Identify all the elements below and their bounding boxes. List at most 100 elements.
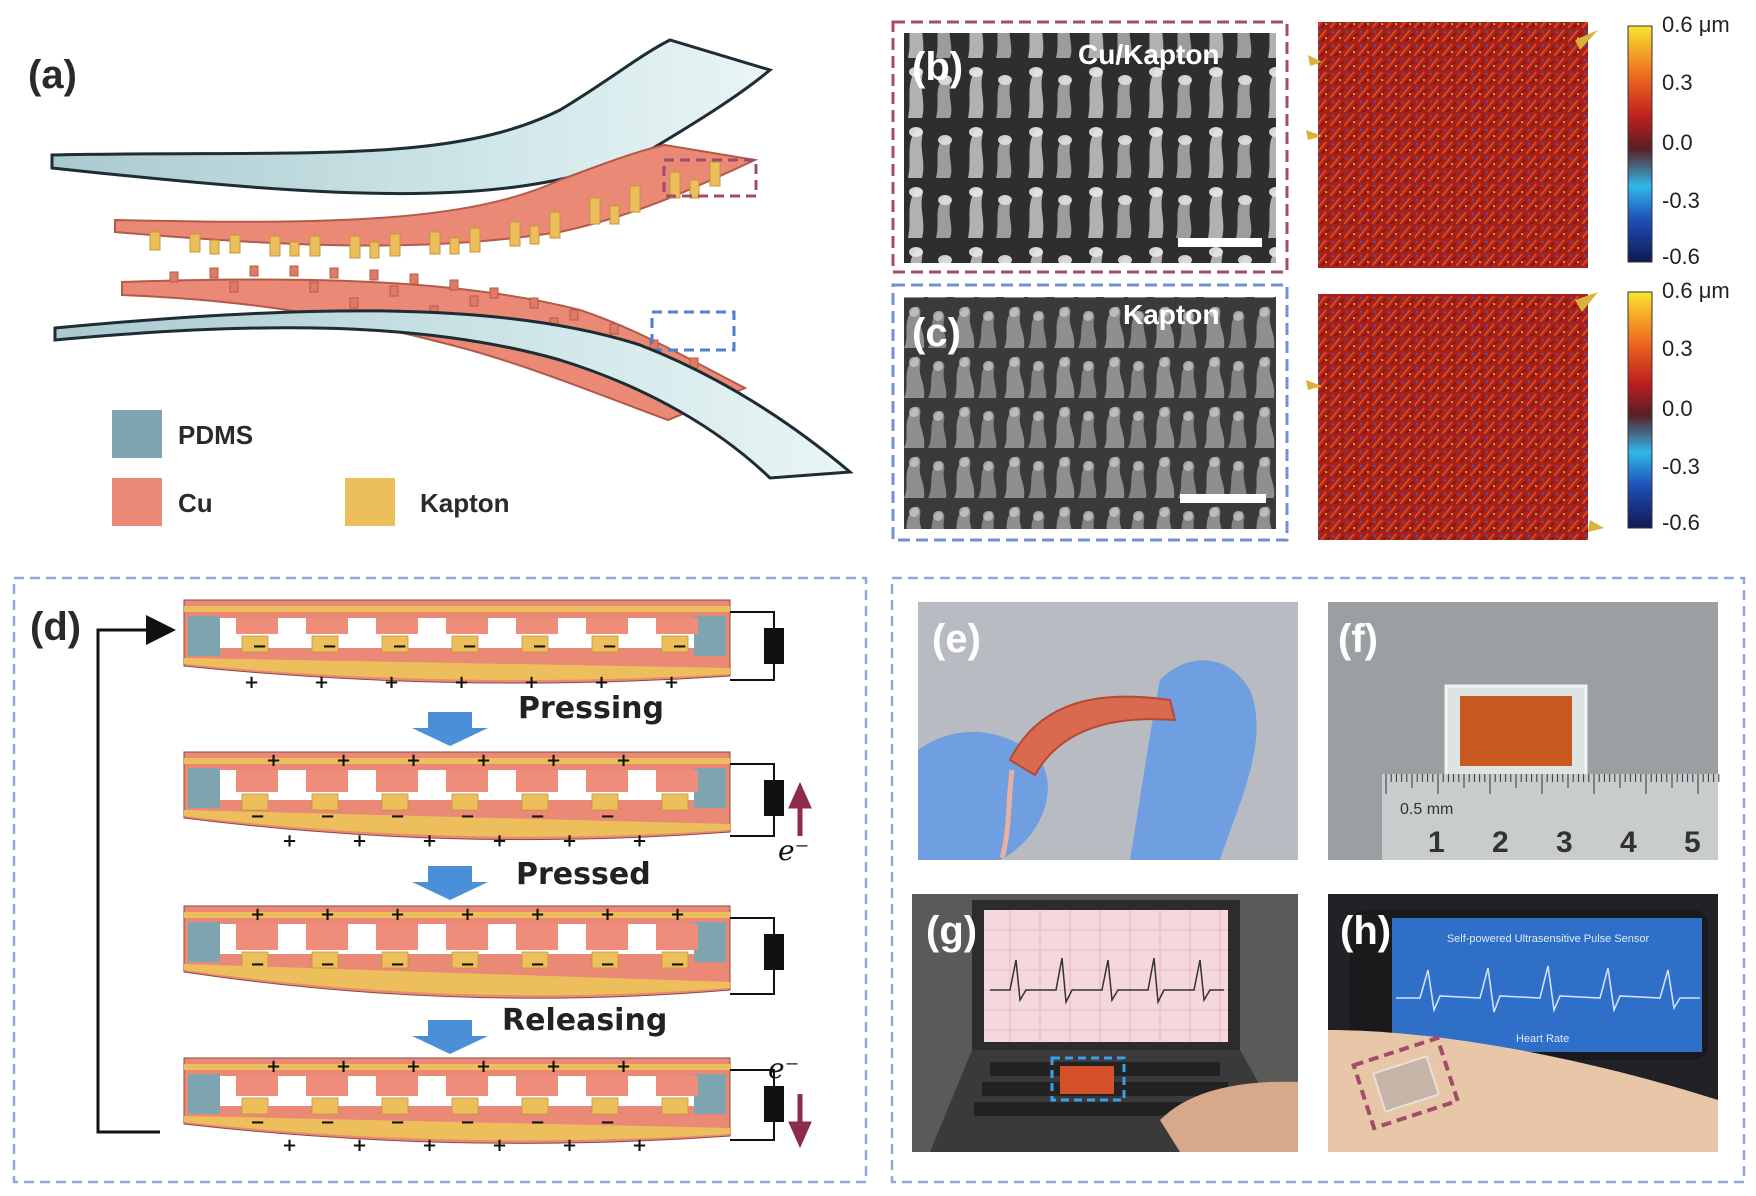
panel-a-exploded-device: (a) bbox=[28, 38, 854, 526]
panel-f-label: (f) bbox=[1338, 617, 1378, 661]
charge-minus: − bbox=[390, 954, 405, 975]
material-legend: PDMS Cu Kapton bbox=[112, 410, 510, 526]
legend-label-pdms: PDMS bbox=[178, 420, 253, 450]
cu-pillar bbox=[306, 1076, 348, 1096]
legend-swatch-kapton bbox=[345, 478, 395, 526]
cu-pillar bbox=[516, 1076, 558, 1096]
height-map-b bbox=[1306, 22, 1598, 268]
panel-c-label: (c) bbox=[912, 311, 961, 355]
step-label-pressing: Pressing bbox=[518, 691, 664, 726]
charge-minus: − bbox=[600, 1112, 615, 1133]
step-pressed: Pressed bbox=[412, 857, 651, 900]
kapton-pillar bbox=[241, 793, 269, 811]
sensor-highlight-h bbox=[1351, 1035, 1461, 1131]
colorbar-b-max: 0.6 μm bbox=[1662, 12, 1730, 37]
pdms-wall-left bbox=[188, 768, 220, 808]
charge-minus: − bbox=[252, 636, 267, 657]
cu-pillar bbox=[306, 770, 348, 792]
charge-plus: + bbox=[454, 672, 469, 693]
colorbar-b-tick: 0.3 bbox=[1662, 70, 1693, 95]
cu-pillar bbox=[306, 618, 348, 634]
pdms-wall-left bbox=[188, 616, 220, 656]
bottom-kapton-strip bbox=[184, 810, 730, 837]
panel-d-label: (d) bbox=[30, 605, 81, 649]
charge-plus: + bbox=[616, 1056, 631, 1077]
kapton-pillar bbox=[451, 635, 479, 653]
colorbar-c-max: 0.6 μm bbox=[1662, 278, 1730, 303]
step-label-releasing: Releasing bbox=[502, 1003, 667, 1038]
charge-minus: − bbox=[460, 1112, 475, 1133]
legend-label-kapton: Kapton bbox=[420, 488, 510, 518]
top-kapton-strip bbox=[184, 606, 730, 612]
top-kapton-strip bbox=[184, 1064, 730, 1070]
ruler-number: 4 bbox=[1620, 826, 1637, 859]
pdms-wall-right bbox=[694, 922, 726, 962]
panel-c-material: Kapton bbox=[1123, 299, 1219, 330]
charge-plus: + bbox=[664, 672, 679, 693]
charge-minus: − bbox=[320, 806, 335, 827]
kapton-pillar bbox=[381, 951, 409, 969]
charge-plus: + bbox=[352, 1135, 367, 1156]
load-resistor bbox=[764, 780, 784, 816]
pdms-wall-right bbox=[694, 768, 726, 808]
device-stage: +−++−++−++−++−++−+ bbox=[183, 1056, 784, 1156]
electron-label-releasing: e⁻ bbox=[768, 1052, 799, 1085]
top-kapton-strip bbox=[184, 912, 730, 918]
kapton-pillar bbox=[311, 635, 339, 653]
heart-rate-label: Heart Rate bbox=[1516, 1033, 1569, 1045]
charge-plus: + bbox=[314, 672, 329, 693]
ruler-number: 1 bbox=[1428, 826, 1445, 859]
charge-plus: + bbox=[530, 904, 545, 925]
panel-b-material: Cu/Kapton bbox=[1078, 39, 1220, 70]
legend-swatch-cu bbox=[112, 478, 162, 526]
panel-c-sem: (c) Kapton bbox=[891, 283, 1289, 542]
pdms-wall-left bbox=[188, 1074, 220, 1114]
kapton-pillar bbox=[311, 1097, 339, 1115]
cu-pillar bbox=[586, 770, 628, 792]
charge-plus: + bbox=[406, 1056, 421, 1077]
panel-a-label: (a) bbox=[28, 53, 77, 97]
cu-pillar bbox=[446, 1076, 488, 1096]
cu-pillar bbox=[446, 924, 488, 950]
kapton-pillar bbox=[521, 793, 549, 811]
charge-plus: + bbox=[546, 1056, 561, 1077]
charge-plus: + bbox=[600, 904, 615, 925]
kapton-pillar bbox=[591, 1097, 619, 1115]
step-releasing: Releasing bbox=[412, 1003, 667, 1054]
cu-pillar bbox=[236, 924, 278, 950]
device-stage: −+−+−+−+−+−+−+ bbox=[183, 599, 784, 693]
height-map-c bbox=[1306, 292, 1604, 540]
bottom-kapton-strip bbox=[184, 964, 730, 996]
device-stage: +−++−++−++−++−++−+ bbox=[183, 750, 784, 851]
panel-e-label: (e) bbox=[932, 617, 981, 661]
photo-h-phone-pulse: Self-powered Ultrasensitive Pulse Sensor… bbox=[1328, 894, 1718, 1152]
current-arrow-up bbox=[788, 781, 812, 836]
colorbar-b-tick: 0.0 bbox=[1662, 130, 1693, 155]
charge-minus: − bbox=[462, 636, 477, 657]
legend-swatch-pdms bbox=[112, 410, 162, 458]
kapton-pillar bbox=[451, 951, 479, 969]
upper-kapton-pillars bbox=[149, 161, 721, 259]
ruler-ticks bbox=[1385, 774, 1720, 794]
charge-minus: − bbox=[320, 1112, 335, 1133]
kapton-pillar bbox=[661, 951, 689, 969]
kapton-pillar bbox=[661, 635, 689, 653]
charge-plus: + bbox=[336, 1056, 351, 1077]
electron-label-pressing: e⁻ bbox=[778, 834, 809, 867]
colorbar-b-tick: -0.6 bbox=[1662, 244, 1700, 269]
kapton-pillar bbox=[381, 1097, 409, 1115]
kapton-pillar bbox=[241, 1097, 269, 1115]
colorbar-b-tick: -0.3 bbox=[1662, 188, 1700, 213]
cu-pillar bbox=[656, 924, 698, 950]
charge-minus: − bbox=[320, 954, 335, 975]
charge-minus: − bbox=[602, 636, 617, 657]
charge-plus: + bbox=[492, 830, 507, 851]
cu-pillar bbox=[236, 770, 278, 792]
charge-plus: + bbox=[282, 1135, 297, 1156]
kapton-pillar bbox=[521, 635, 549, 653]
scale-bar-c bbox=[1180, 494, 1266, 503]
load-resistor bbox=[764, 628, 784, 664]
bottom-kapton-strip bbox=[184, 658, 730, 681]
colorbar-c-tick: -0.3 bbox=[1662, 454, 1700, 479]
